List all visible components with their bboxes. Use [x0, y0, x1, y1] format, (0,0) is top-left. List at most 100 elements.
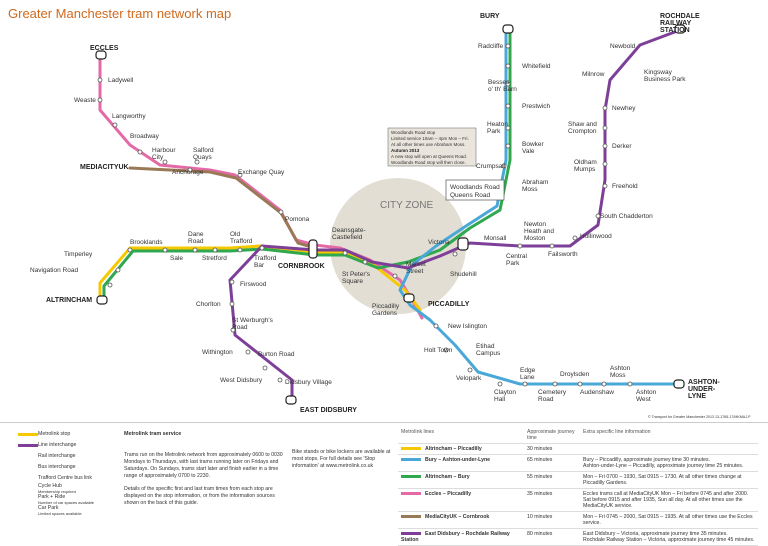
- city-zone-area: [330, 178, 466, 314]
- line-name: East Didsbury – Rochdale Railway Station: [401, 531, 510, 543]
- station-cornbrook: CORNBROOK: [278, 263, 325, 270]
- svg-text:Autumn 2013: Autumn 2013: [391, 148, 420, 153]
- line-name: MediaCityUK – Cornbrook: [425, 514, 490, 520]
- woodlands-notice: Woodlands Road stop Limited service 10am…: [387, 127, 505, 201]
- line-info: Mon – Fri 0745 – 2000, Sat 0915 – 1935. …: [580, 511, 758, 529]
- legend-panel: Metrolink stop Line interchange Rail int…: [0, 422, 768, 546]
- station-victoria: Victoria: [428, 239, 450, 246]
- station-whitefield: Whitefield: [522, 63, 551, 70]
- legend-metrolink-stop: Metrolink stop: [18, 429, 113, 439]
- line-swatch: [401, 515, 421, 519]
- station-audenshaw: Audenshaw: [580, 389, 614, 396]
- svg-text:A new stop will open at Queens: A new stop will open at Queens Road.: [391, 154, 467, 159]
- mediacity-line: [128, 166, 317, 250]
- bury-ashton-line: [398, 28, 682, 386]
- svg-text:Queens Road: Queens Road: [450, 192, 490, 199]
- station-anchorage: Anchorage: [172, 169, 204, 176]
- station-pomona: Pomona: [285, 216, 310, 223]
- station-velopark: Velopark: [456, 375, 482, 382]
- station-sale: Sale: [170, 255, 183, 262]
- station-deansgate: Deansgate-Castlefield: [332, 227, 366, 241]
- line-name: Eccles – Piccadilly: [425, 491, 472, 497]
- line-swatch: [401, 447, 421, 451]
- station-shudehill: Shudehill: [450, 271, 477, 278]
- station-weaste: Weaste: [74, 97, 96, 104]
- svg-text:Woodlands Road: Woodlands Road: [450, 184, 500, 191]
- station-ladywell: Ladywell: [108, 77, 134, 84]
- station-milnrow: Milnrow: [582, 71, 605, 78]
- station-freehold: Freehold: [612, 183, 638, 190]
- station-newhey: Newhey: [612, 105, 636, 112]
- line-info: Bury – Piccadilly, approximate journey t…: [580, 454, 758, 472]
- line-swatch: [401, 475, 421, 479]
- tram-network-map: CITY ZONE: [30, 13, 751, 419]
- city-zone-label: CITY ZONE: [380, 200, 433, 211]
- line-swatch: [401, 492, 421, 496]
- legend-rail-interchange: Rail interchange: [38, 453, 76, 459]
- station-failsworth: Failsworth: [548, 251, 578, 258]
- service-info: Metrolink tram service Trams run on the …: [124, 431, 283, 506]
- station-navigation-road: Navigation Road: [30, 267, 78, 274]
- line-swatch: [401, 532, 421, 536]
- station-south-chadderton: South Chadderton: [600, 213, 653, 220]
- station-droylsden: Droylsden: [560, 371, 590, 378]
- station-prestwich: Prestwich: [522, 103, 551, 110]
- legend-trafford-bus: Trafford Centre bus link: [38, 475, 92, 481]
- line-info: Mon – Fri 0700 – 1930, Sat 0915 – 1730. …: [580, 471, 758, 489]
- map-title: Greater Manchester tram network map: [8, 6, 232, 21]
- svg-text:Woodlands Road stop: Woodlands Road stop: [391, 130, 436, 135]
- station-derker: Derker: [612, 143, 632, 150]
- station-broadway: Broadway: [130, 133, 160, 140]
- bike-info: Bike stands or bike lockers are availabl…: [292, 449, 391, 469]
- line-name: Bury – Ashton-under-Lyne: [425, 457, 491, 463]
- station-monsall: Monsall: [484, 235, 507, 242]
- station-holt-town: Holt Town: [424, 347, 453, 354]
- station-west-didsbury: West Didsbury: [220, 377, 263, 384]
- station-newbold: Newbold: [610, 43, 636, 50]
- svg-text:Woodlands Road stop will then: Woodlands Road stop will then close.: [391, 160, 466, 165]
- station-radcliffe: Radcliffe: [478, 43, 504, 50]
- station-east-didsbury: EAST DIDSBURY: [300, 407, 357, 414]
- line-info: Eccles trams call at MediaCityUK Mon – F…: [580, 488, 758, 512]
- stop-markers: [97, 43, 633, 387]
- station-burton-road: Burton Road: [258, 351, 295, 358]
- station-timperley: Timperley: [64, 251, 93, 258]
- copyright: © Transport for Greater Manchester 2013 …: [648, 415, 751, 419]
- station-stretford: Stretford: [202, 255, 227, 262]
- lines-table: Metrolink lines Approximate journey time…: [398, 427, 758, 546]
- svg-text:Limited service 10am – 4pm Mon: Limited service 10am – 4pm Mon – Fri.: [391, 136, 469, 141]
- station-exchange-quay: Exchange Quay: [238, 169, 285, 176]
- line-name: Altrincham – Bury: [425, 474, 470, 480]
- line-info: [580, 443, 758, 455]
- legend-line-interchange: Line interchange: [18, 440, 113, 450]
- station-ashton: ASHTON-UNDER-LYNE: [688, 379, 720, 400]
- station-firswood: Firswood: [240, 281, 267, 288]
